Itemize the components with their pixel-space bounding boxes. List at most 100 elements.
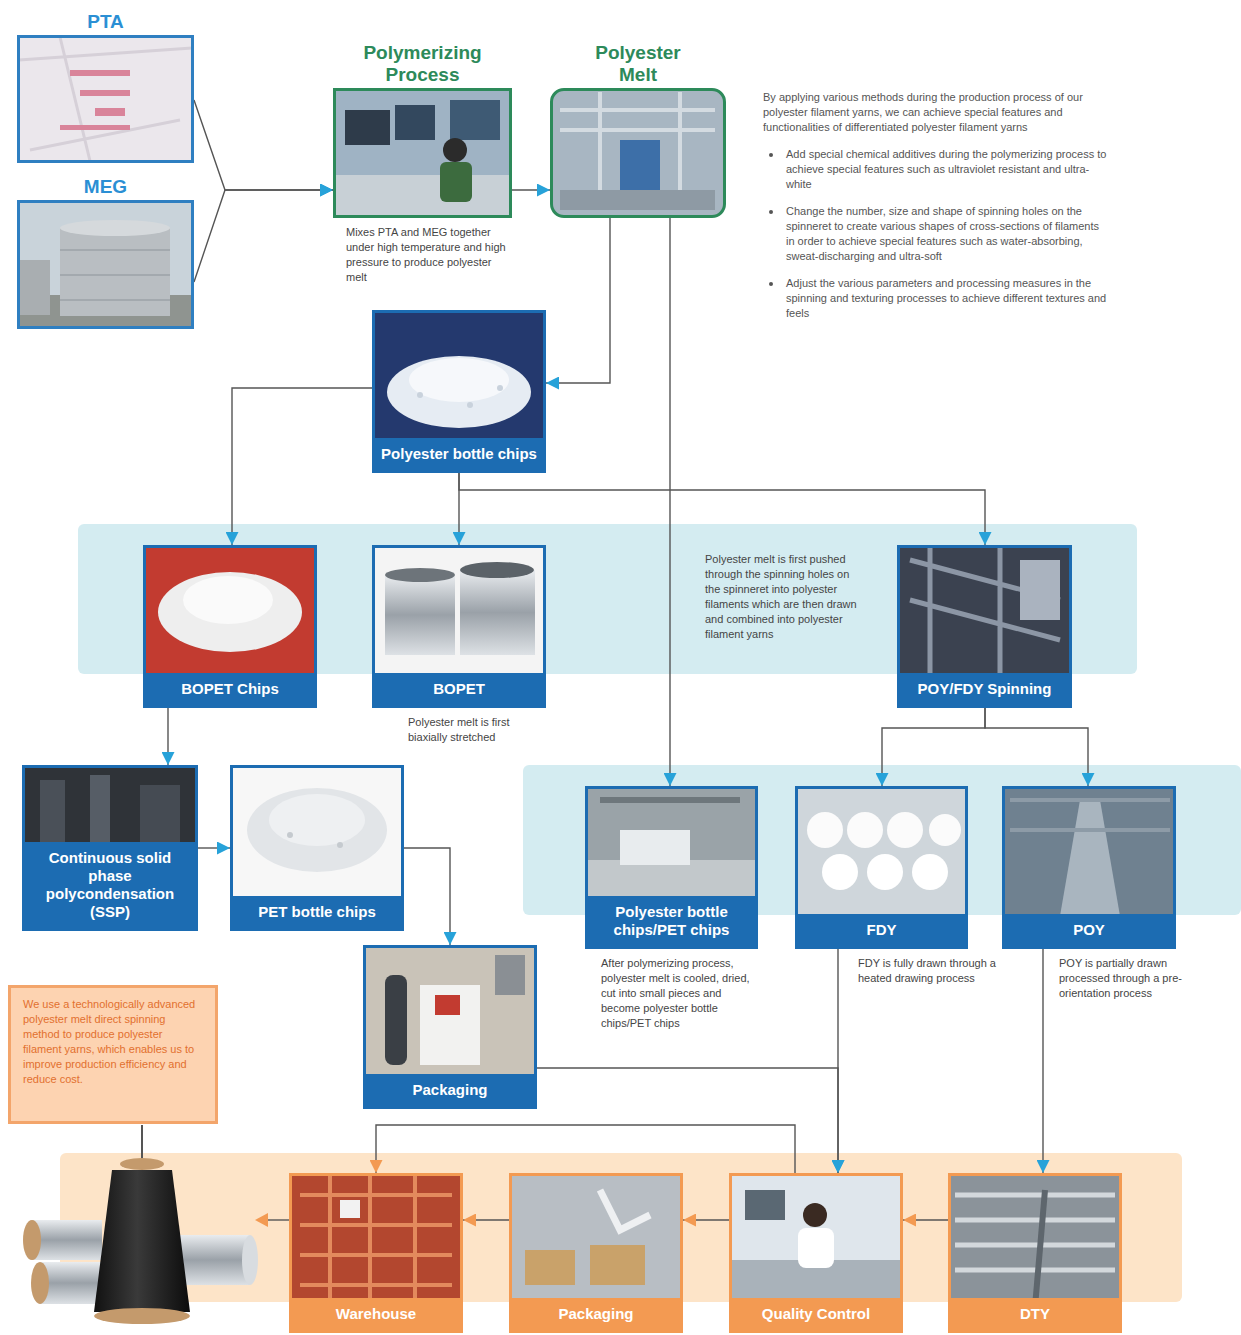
- photo-label: POY/FDY Spinning: [900, 673, 1069, 705]
- photo-box: Quality Control: [729, 1173, 903, 1333]
- photo-bottle-chips: [417, 392, 423, 398]
- photo-bopet-rolls: [385, 575, 455, 655]
- step-description: After polymerizing process, polyester me…: [601, 956, 761, 1031]
- band-note: Polyester melt is first pushed through t…: [705, 552, 867, 642]
- bullet-text: Add special chemical additives during th…: [786, 147, 1108, 192]
- photo-fdy-spools: [867, 854, 903, 890]
- product-yarn-and-film: [32, 1220, 102, 1260]
- photo-bottle-chips: [497, 385, 503, 391]
- photo-control-room: [335, 175, 510, 216]
- photo-box: PET bottle chips: [230, 765, 404, 931]
- photo-packaging-line: [525, 1250, 575, 1285]
- photo-melt-plant: [552, 90, 724, 216]
- photo-box: POYPOY is partially drawn processed thro…: [1002, 786, 1176, 949]
- photo-packaging-line: [600, 1190, 650, 1230]
- photo-pta-bag: [60, 125, 130, 130]
- photo-bottle-chips: [467, 402, 473, 408]
- photo-poy-hall: [1004, 788, 1174, 916]
- photo-box: DTY: [948, 1173, 1122, 1333]
- photo-box: Continuous solid phase polycondensation …: [22, 765, 198, 931]
- photo-poy-hall: [1010, 800, 1170, 830]
- bullet-text: Adjust the various parameters and proces…: [786, 276, 1108, 321]
- photo-spinning: [1020, 560, 1060, 620]
- photo-meg-tank: [19, 202, 192, 326]
- photo-chips-plant: [587, 860, 756, 898]
- photo-label: BOPET: [375, 673, 543, 705]
- photo-fdy-spools: [822, 854, 858, 890]
- photo-pta-bag: [70, 70, 130, 76]
- photo-pta-bag: [19, 37, 192, 161]
- photo-label: Packaging: [512, 1298, 680, 1330]
- photo-control-room: [335, 90, 510, 216]
- flow-arrow: [194, 190, 333, 282]
- photo-chips-plant: [620, 830, 690, 865]
- photo-control-room: [345, 110, 390, 145]
- photo-quality-control: [798, 1228, 834, 1268]
- photo-packaging-bag: [365, 947, 535, 1077]
- photo-chips-plant: [587, 788, 756, 898]
- photo-spinning: [910, 547, 1060, 675]
- photo-poy-hall: [1004, 788, 1174, 916]
- photo-bottle-chips: [409, 358, 509, 402]
- step-description: Mixes PTA and MEG together under high te…: [346, 225, 511, 285]
- photo-pta-bag: [95, 108, 125, 116]
- flow-arrow: [683, 1219, 729, 1220]
- photo-label: PET bottle chips: [233, 896, 401, 928]
- photo-pet-chips: [337, 842, 343, 848]
- photo-bottle-chips: [387, 356, 531, 428]
- photo-box: POY/FDY Spinning: [897, 545, 1072, 708]
- photo-poy-hall: [1060, 800, 1120, 916]
- photo-packaging-line: [511, 1175, 681, 1307]
- product-yarn-and-film: [242, 1235, 258, 1285]
- photo-box: Polyester bottle chips: [372, 310, 546, 473]
- photo-label: DTY: [951, 1298, 1119, 1330]
- photo-warehouse: [291, 1175, 461, 1307]
- product-yarn-and-film: [266, 1219, 289, 1220]
- photo-packaging-bag: [365, 947, 535, 1077]
- step-title: Polyester Melt: [578, 42, 698, 86]
- photo-box: Packaging: [363, 945, 537, 1109]
- product-yarn-and-film: [255, 1213, 268, 1227]
- intro-text: By applying various methods during the p…: [763, 90, 1108, 135]
- flow-arrow: [404, 848, 450, 945]
- photo-box: Warehouse: [289, 1173, 463, 1333]
- photo-control-room: [450, 100, 500, 140]
- photo-bottle-chips: [374, 312, 544, 447]
- photo-bopet-rolls: [460, 570, 535, 655]
- flow-arrow: [194, 100, 333, 190]
- photo-bopet-rolls: [385, 568, 455, 582]
- photo-warehouse: [340, 1200, 360, 1218]
- photo-pta-bag: [19, 37, 192, 161]
- photo-meg-tank: [20, 260, 50, 315]
- photo-bopet-rolls: [460, 562, 534, 578]
- stage-band: Polyester melt is first pushed through t…: [78, 524, 1137, 674]
- photo-fdy-spools: [807, 812, 843, 848]
- bullet-dot: [769, 210, 773, 214]
- product-yarn-and-film: [141, 1125, 143, 1158]
- photo-fdy-spools: [929, 814, 961, 846]
- photo-quality-control: [745, 1190, 785, 1220]
- flow-arrow: [1042, 949, 1043, 1173]
- photo-box: Polyester bottle chips/PET chipsAfter po…: [585, 786, 758, 949]
- photo-label: Continuous solid phase polycondensation …: [25, 842, 195, 928]
- flow-arrow: [537, 1068, 838, 1173]
- step-description: Polyester melt is first biaxially stretc…: [408, 715, 538, 745]
- flow-arrow: [546, 218, 610, 383]
- product-yarn-and-film: [23, 1220, 41, 1260]
- photo-box: FDYFDY is fully drawn through a heated d…: [795, 786, 968, 949]
- product-yarn-and-film: [23, 1125, 289, 1324]
- photo-control-room: [440, 162, 472, 202]
- photo-label: POY: [1005, 914, 1173, 946]
- product-yarn-and-film: [175, 1235, 250, 1285]
- flow-arrow: [512, 189, 550, 190]
- photo-fdy-spools: [797, 788, 966, 916]
- photo-pta-bag: [80, 90, 130, 96]
- photo-meg-tank: [60, 228, 170, 316]
- photo-box: BOPET Chips: [143, 545, 317, 708]
- flow-arrow: [669, 218, 670, 786]
- photo-warehouse: [300, 1175, 452, 1307]
- photo-pet-chips: [232, 767, 402, 897]
- flow-arrow: [167, 708, 168, 765]
- step-title: PTA: [26, 11, 186, 33]
